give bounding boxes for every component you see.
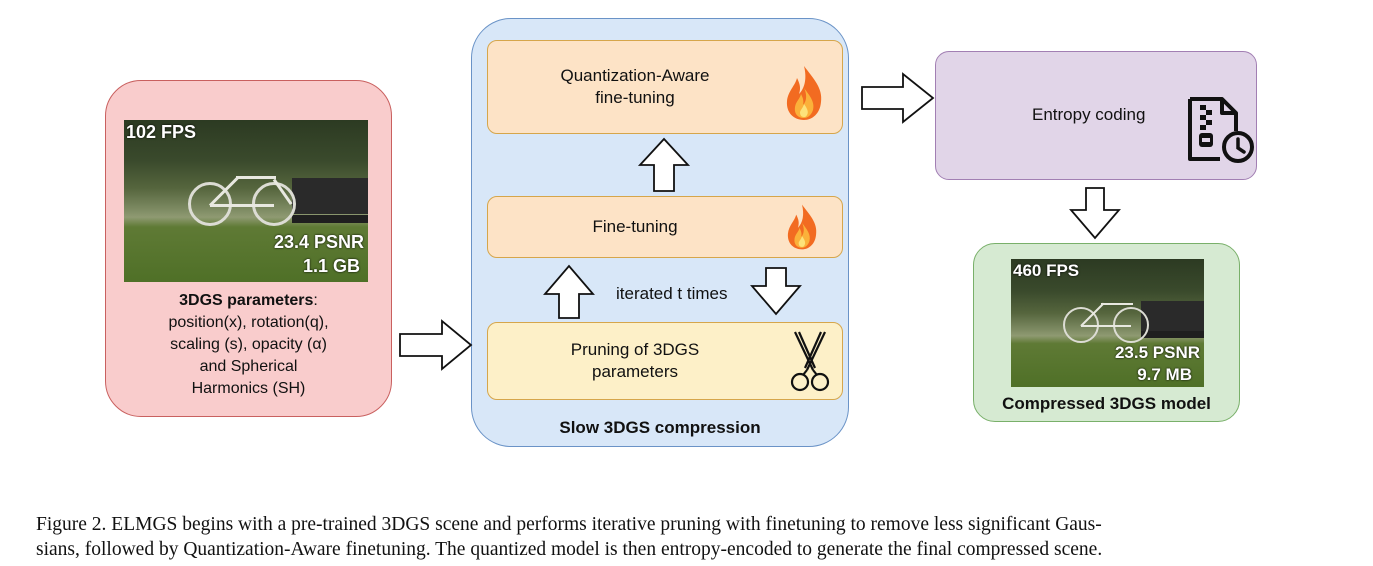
quantization-stage: Quantization-Aware fine-tuning [487, 40, 843, 134]
output-size: 9.7 MB [1137, 365, 1192, 384]
entropy-label: Entropy coding [1032, 105, 1146, 124]
params-line: position(x), rotation(q), [168, 314, 329, 331]
input-fps: 102 FPS [126, 122, 197, 142]
input-scene-image: 102 FPS 23.4 PSNR 1.1 GB [124, 120, 368, 282]
pruning-stage: Pruning of 3DGS parameters [487, 322, 843, 400]
quantization-label-line1: Quantization-Aware [560, 66, 710, 85]
iterated-label: iterated t times [616, 284, 728, 303]
quantization-label-line2: fine-tuning [595, 88, 675, 107]
finetuning-label: Fine-tuning [592, 217, 678, 236]
caption-line: sians, followed by Quantization-Aware fi… [36, 539, 1103, 560]
compressed-file-clock-icon [1188, 97, 1254, 163]
fire-icon [787, 204, 817, 250]
output-psnr: 23.5 PSNR [1114, 343, 1200, 362]
finetuning-stage: Fine-tuning [487, 196, 843, 258]
pruning-label-line1: Pruning of 3DGS [570, 340, 700, 359]
input-size: 1.1 GB [302, 256, 360, 276]
fire-icon [786, 66, 822, 120]
hollow-arrow-icon [399, 319, 473, 371]
hollow-arrow-icon [543, 264, 595, 319]
scissors-icon [790, 331, 830, 392]
params-line: and Spherical [199, 358, 298, 375]
params-description: 3DGS parameters: position(x), rotation(q… [105, 290, 392, 400]
params-colon: : [313, 292, 318, 309]
hollow-arrow-icon [861, 72, 935, 124]
output-fps: 460 FPS [1013, 261, 1080, 280]
hollow-arrow-icon [1069, 187, 1121, 240]
figure-caption: Figure 2. ELMGS begins with a pre-traine… [36, 512, 1346, 562]
compression-title: Slow 3DGS compression [559, 418, 761, 437]
params-title: 3DGS parameters [179, 292, 314, 309]
hollow-arrow-icon [750, 267, 802, 316]
caption-line: Figure 2. ELMGS begins with a pre-traine… [36, 514, 1102, 535]
params-line: Harmonics (SH) [191, 380, 306, 397]
hollow-arrow-icon [637, 137, 691, 192]
output-title: Compressed 3DGS model [1002, 394, 1211, 413]
output-scene-image: 460 FPS 23.5 PSNR 9.7 MB [1011, 259, 1204, 387]
pruning-label-line2: parameters [592, 362, 678, 381]
input-psnr: 23.4 PSNR [273, 232, 364, 252]
params-line: scaling (s), opacity (α) [170, 336, 327, 353]
